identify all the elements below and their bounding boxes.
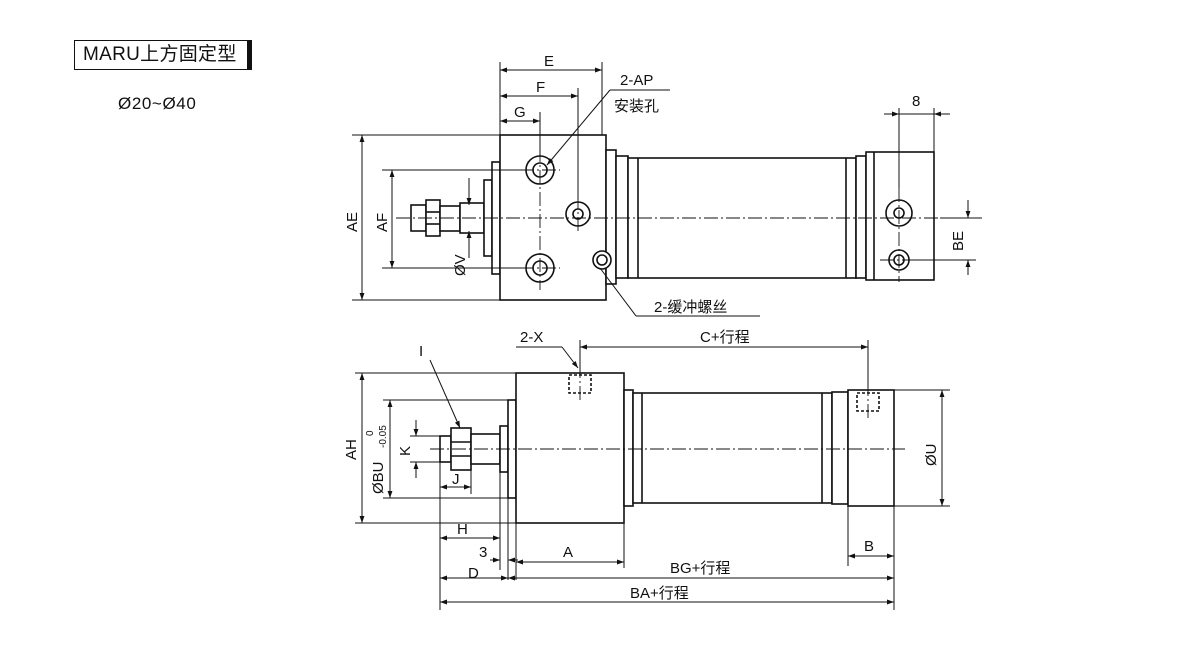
dim-BE: BE (950, 231, 967, 251)
model-title: MARU上方固定型 (74, 40, 252, 70)
cushion-screw-label: 2-缓冲螺丝 (654, 299, 727, 316)
dim-J: J (452, 471, 460, 488)
side-barrel (632, 392, 833, 504)
dim-G: G (514, 104, 526, 121)
dim-B: B (864, 538, 874, 555)
dim-I: I (419, 343, 423, 360)
bore-range: Ø20~Ø40 (118, 94, 197, 113)
cushion-screw-front (592, 250, 612, 270)
top-center-lines (396, 148, 985, 290)
dim-F: F (536, 79, 545, 96)
dim-BA: BA+行程 (630, 585, 689, 602)
dim-H: H (457, 521, 468, 538)
dim-BG: BG+行程 (670, 560, 730, 577)
dim-V: ØV (452, 254, 469, 276)
dim-D: D (468, 565, 479, 582)
side-dimensions (355, 340, 950, 610)
dim-AH: AH (343, 439, 360, 460)
dim-AF: AF (374, 213, 391, 232)
dim-X: 2-X (520, 329, 543, 346)
top-view (410, 134, 935, 301)
dim-3: 3 (479, 544, 487, 561)
side-front-block (515, 372, 625, 524)
dim-C: C+行程 (700, 329, 750, 346)
dim-A: A (563, 544, 573, 561)
dim-E: E (544, 53, 554, 70)
dim-BU-tol-lower: -0.05 (378, 425, 389, 448)
side-rear-block (847, 389, 895, 507)
dim-8: 8 (912, 93, 920, 110)
dim-AE: AE (344, 212, 361, 232)
mount-hole-qty: 2-AP (620, 72, 653, 89)
dim-K: K (397, 446, 414, 456)
mount-hole-name: 安装孔 (614, 98, 659, 115)
dim-U: ØU (923, 444, 940, 467)
top-dimensions (352, 62, 976, 317)
header: MARU上方固定型 (74, 40, 252, 70)
dim-BU-tol-upper: 0 (365, 430, 376, 436)
dim-BU: ØBU (370, 461, 387, 494)
